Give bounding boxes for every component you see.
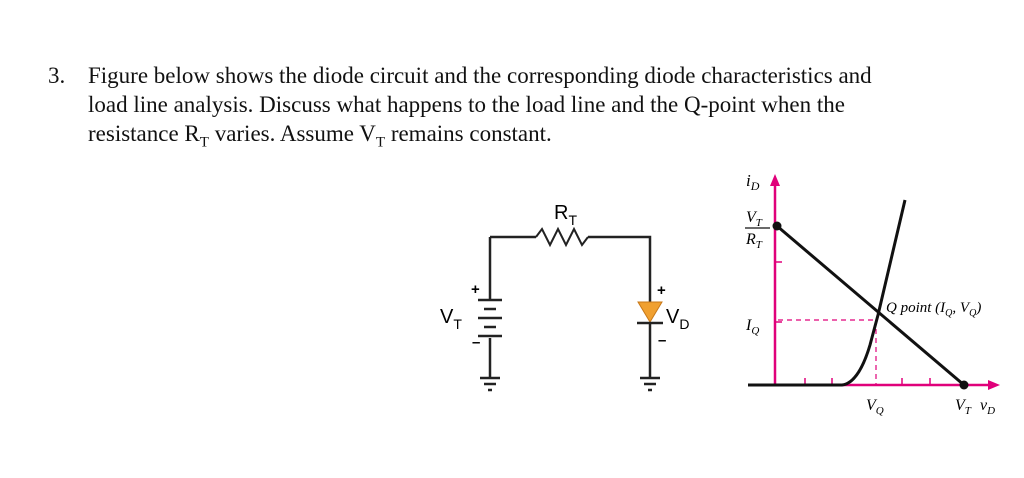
y-intercept-denominator: RT: [745, 231, 763, 251]
load-line-endpoint-x: [959, 380, 969, 390]
load-line-graph: iD VT RT IQ VQ VT vD Q point (IQ, VQ): [745, 171, 1000, 417]
battery-icon: [478, 298, 502, 338]
y-axis-label: iD: [746, 171, 760, 193]
question-line-3: resistance RT varies. Assume VT remains …: [88, 121, 552, 151]
iq-label: IQ: [745, 317, 759, 337]
x-axis-label: vD: [980, 397, 995, 417]
source-label: VT: [440, 306, 462, 332]
resistor-label: RT: [554, 202, 577, 228]
resistor-icon: [535, 226, 589, 248]
diode-icon: [637, 301, 663, 325]
load-line: [776, 224, 965, 387]
y-axis-arrow-icon: [770, 174, 780, 186]
wire-top-right: [588, 235, 652, 302]
diode-characteristic-curve: [748, 199, 907, 387]
source-minus: –: [472, 334, 480, 351]
vt-label: VT: [955, 397, 972, 417]
source-plus: +: [471, 281, 480, 298]
x-axis-arrow-icon: [988, 380, 1000, 390]
ground-icon-left: [480, 376, 500, 392]
question-line-2: load line analysis. Discuss what happens…: [88, 92, 845, 117]
diode-circuit: [478, 226, 660, 392]
load-line-endpoint-y: [772, 221, 782, 231]
vq-label: VQ: [866, 397, 884, 417]
diode-voltage-label: VD: [666, 306, 689, 332]
diode-plus: +: [657, 282, 666, 299]
y-intercept-numerator: VT: [746, 209, 763, 229]
y-ticks: [775, 261, 782, 323]
question-body: Figure below shows the diode circuit and…: [88, 61, 1008, 158]
ground-icon-right: [640, 376, 660, 392]
question-line-1: Figure below shows the diode circuit and…: [88, 63, 872, 88]
diode-minus: –: [658, 332, 666, 349]
question-number: 3.: [48, 63, 66, 88]
qpoint-label: Q point (IQ, VQ): [886, 300, 981, 319]
